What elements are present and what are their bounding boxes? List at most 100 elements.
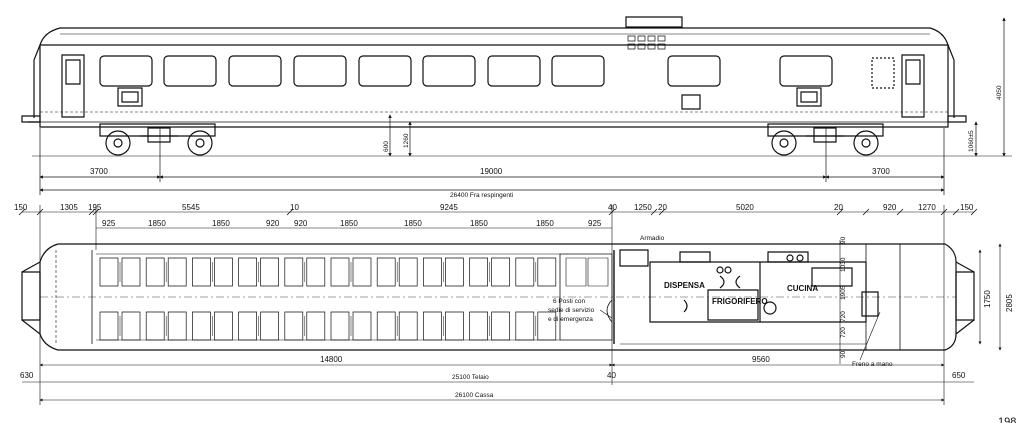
seat: [261, 312, 279, 340]
dim-buffer-height: 1060±5: [968, 130, 975, 152]
seat-pitch-label: 1850: [536, 219, 554, 228]
wheel: [106, 131, 130, 155]
top-dimension-label: 150: [960, 203, 974, 212]
plan-view: [22, 244, 974, 350]
seat: [122, 258, 140, 286]
dim-kitchen-length: 9560: [752, 355, 770, 364]
top-dimension-label: 195: [88, 203, 102, 212]
top-dimension-label: 20: [834, 203, 843, 212]
seat: [377, 312, 395, 340]
seat: [538, 312, 556, 340]
seat: [168, 258, 186, 286]
seats-note-line2: sedie di servizio: [548, 307, 595, 314]
side-window: [100, 56, 152, 86]
dim-over-buffers: 26400 Fra respingenti: [450, 192, 513, 199]
seat: [192, 258, 210, 286]
top-dimension-label: 1305: [60, 203, 78, 212]
kitchen-dimension-label: 720: [840, 327, 847, 338]
seat: [516, 312, 534, 340]
side-windows: [100, 56, 832, 86]
seat: [331, 312, 349, 340]
seat: [146, 258, 164, 286]
seat: [168, 312, 186, 340]
seat: [214, 312, 232, 340]
dim-outer-width: 2805: [1005, 294, 1014, 312]
dim-step-height: 600: [383, 141, 390, 152]
seats-note-line1: 6 Posti con: [553, 298, 586, 305]
fridge-box: [708, 290, 758, 320]
dim-inner-width: 1750: [983, 290, 992, 308]
seat: [516, 258, 534, 286]
side-window: [488, 56, 540, 86]
label-armadio: Armadio: [640, 235, 665, 242]
dim-frame-split: 40: [607, 371, 616, 380]
side-window: [423, 56, 475, 86]
page-number: 198: [998, 416, 1016, 423]
seat-pitch-label: 920: [294, 219, 308, 228]
side-dimensions: [39, 17, 1006, 195]
seat: [353, 312, 371, 340]
seat: [307, 312, 325, 340]
kitchen-dimension-label: 1905: [840, 285, 847, 300]
seat: [331, 258, 349, 286]
dim-total-height: 4050: [996, 85, 1003, 100]
top-dimension-label: 150: [14, 203, 28, 212]
seat: [470, 312, 488, 340]
seat: [445, 312, 463, 340]
seat: [353, 258, 371, 286]
seat-pitch-label: 925: [588, 219, 602, 228]
top-dimension-label: 5020: [736, 203, 754, 212]
dim-left-overhang: 630: [20, 371, 34, 380]
seat: [146, 312, 164, 340]
side-window: [359, 56, 411, 86]
seat: [100, 312, 118, 340]
seat: [192, 312, 210, 340]
seat: [423, 258, 441, 286]
side-elevation: [22, 17, 1012, 156]
seat: [285, 312, 303, 340]
top-dimension-label: 40: [608, 203, 617, 212]
top-dimension-label: 920: [883, 203, 897, 212]
plan-dimension-lines: [22, 205, 1002, 405]
seat-pitch-label: 1850: [212, 219, 230, 228]
seat: [100, 258, 118, 286]
plan-dimension-ticks: [19, 209, 977, 215]
wheel: [188, 131, 212, 155]
seat: [122, 312, 140, 340]
brake-note: Freno a mano: [852, 361, 893, 368]
seat: [261, 258, 279, 286]
side-window: [780, 56, 832, 86]
seat-pitch-label: 925: [102, 219, 116, 228]
top-dimension-label: 20: [658, 203, 667, 212]
top-dimension-label: 5545: [182, 203, 200, 212]
dim-floor-height: 1260: [403, 133, 410, 148]
dim-bogie-offset-right: 3700: [872, 167, 890, 176]
seat: [307, 258, 325, 286]
roof-outline: [40, 28, 948, 45]
seat-pitch-label: 1850: [404, 219, 422, 228]
kitchen-dimension-label: 90: [840, 350, 847, 358]
bogie-left: [100, 124, 215, 155]
top-dimension-label: 10: [290, 203, 299, 212]
side-window: [552, 56, 604, 86]
seat: [285, 258, 303, 286]
seat: [239, 258, 257, 286]
seat: [214, 258, 232, 286]
dim-seating-length: 14800: [320, 355, 343, 364]
dim-body-length: 26100 Cassa: [455, 392, 494, 399]
seat: [492, 258, 510, 286]
side-window: [294, 56, 346, 86]
door-left: [62, 55, 84, 117]
side-window: [164, 56, 216, 86]
top-dimension-label: 9245: [440, 203, 458, 212]
seat: [399, 312, 417, 340]
label-frigorifero: FRIGORIFERO: [712, 297, 768, 306]
dim-underframe: 25100 Telaio: [452, 374, 489, 381]
kitchen-dimension-label: 720: [840, 311, 847, 322]
top-dimension-label: 1270: [918, 203, 936, 212]
seats-note-line3: e di emergenza: [548, 316, 593, 323]
seat: [377, 258, 395, 286]
seat-pitch-label: 1850: [470, 219, 488, 228]
seat: [423, 312, 441, 340]
